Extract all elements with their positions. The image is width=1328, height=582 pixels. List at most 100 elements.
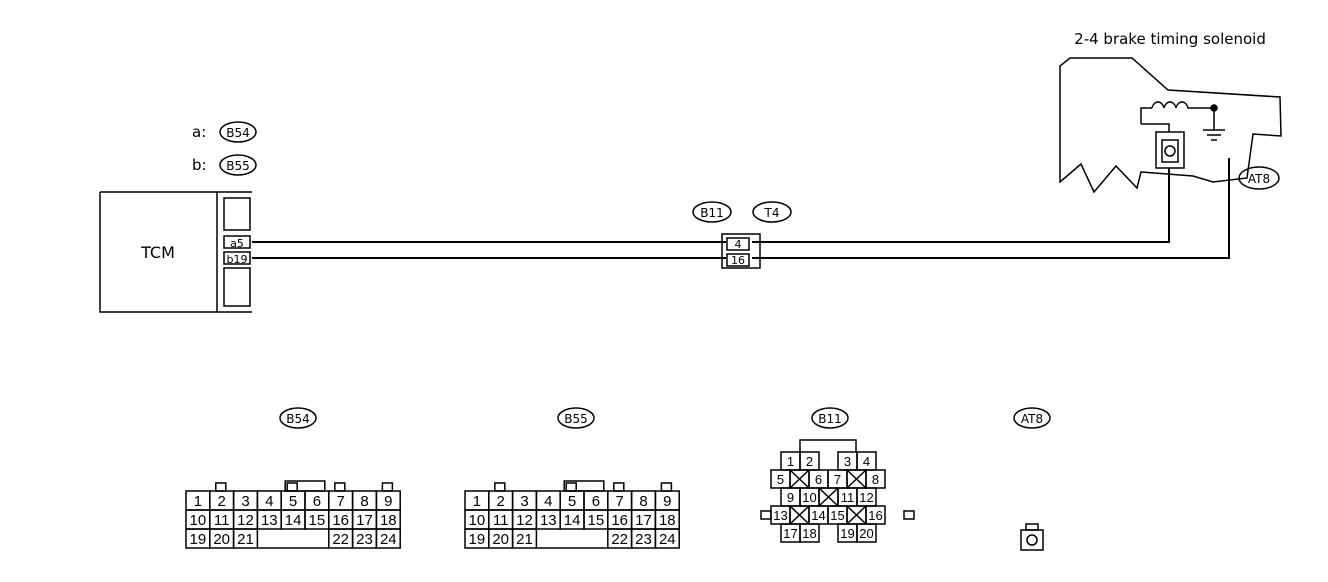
pin-label: 5: [568, 493, 576, 510]
pin-label: 17: [635, 512, 652, 529]
tcm-pin-1: a5: [230, 237, 244, 250]
pin-label: 4: [863, 454, 870, 469]
pin-label: 12: [859, 490, 873, 505]
solenoid-symbol: [1140, 101, 1225, 169]
solenoid-title: 2-4 brake timing solenoid: [1074, 30, 1266, 48]
at8-connector-layout: [1020, 523, 1044, 551]
junction-conn-2-badge: [752, 201, 792, 223]
connector-tab: [660, 482, 673, 492]
pin-label: 14: [811, 508, 825, 523]
pin-label: 21: [237, 531, 254, 548]
pin-label: 1: [787, 454, 794, 469]
pin-label: 24: [659, 531, 676, 548]
pin-label: 11: [493, 512, 509, 529]
connector-tab: [760, 510, 772, 520]
blank-cavity: [789, 505, 810, 525]
pin-label: 10: [190, 512, 207, 529]
blank-cavity: [789, 469, 810, 489]
pin-cell: [375, 528, 401, 549]
pin-label: 14: [285, 512, 302, 529]
pin-label: 19: [469, 531, 486, 548]
tcm-conn-b-label: B55: [226, 159, 250, 173]
tcm-label: TCM: [140, 243, 175, 262]
b55-title-badge: [557, 407, 595, 429]
connector-tab: [215, 482, 227, 492]
pin-label: 7: [337, 493, 345, 510]
pin-label: 20: [213, 531, 230, 548]
pin-label: 15: [588, 512, 605, 529]
pin-label: 16: [868, 508, 882, 523]
pin-label: 23: [356, 531, 373, 548]
tcm-conn-a-prefix: a:: [192, 123, 206, 141]
pin-label: 22: [332, 531, 349, 548]
connector-tab: [334, 482, 346, 492]
pin-label: 11: [841, 490, 855, 505]
pin-label: 9: [663, 493, 671, 510]
wire-harness: [252, 158, 1230, 259]
connector-latch: [799, 439, 857, 452]
pin-label: 15: [830, 508, 844, 523]
tcm-conn-b-badge: [219, 154, 257, 176]
pin-label: 2: [497, 493, 505, 510]
tcm-conn-a-label: B54: [226, 126, 250, 140]
pin-label: 4: [544, 493, 552, 510]
connector-tab: [381, 482, 394, 492]
connector-tab: [565, 482, 577, 492]
pin-label: 4: [265, 493, 273, 510]
junction-conn-2-label: T4: [764, 206, 780, 220]
pin-label: 24: [380, 531, 397, 548]
blank-cavity: [818, 487, 839, 507]
pin-label: 10: [802, 490, 816, 505]
pin-label: 2: [218, 493, 226, 510]
connector-tab: [903, 510, 915, 520]
pin-label: 16: [332, 512, 349, 529]
pin-label: 19: [840, 526, 854, 541]
pin-label: 16: [611, 512, 628, 529]
blank-cavity: [846, 469, 867, 489]
b54-title: B54: [286, 412, 310, 426]
pin-label: 6: [313, 493, 321, 510]
pin-label: 6: [592, 493, 600, 510]
at8-title-badge: [1013, 407, 1051, 429]
b55-title: B55: [564, 412, 588, 426]
connector-tab: [286, 482, 298, 492]
pin-label: 8: [639, 493, 647, 510]
pin-label: 1: [194, 493, 202, 510]
connector-tab: [613, 482, 625, 492]
tcm-conn-a-badge: [219, 121, 257, 143]
pin-label: 18: [659, 512, 676, 529]
junction-conn-1-badge: [692, 201, 732, 223]
pin-label: 8: [360, 493, 368, 510]
at8-title: AT8: [1021, 412, 1043, 426]
tcm-module: TCM a5 b19: [99, 191, 252, 313]
pin-label: 2: [806, 454, 813, 469]
b11-title: B11: [818, 412, 842, 426]
pin-label: 20: [492, 531, 509, 548]
pin-label: 15: [309, 512, 326, 529]
pin-label: 17: [783, 526, 797, 541]
solenoid-conn-label: AT8: [1248, 172, 1270, 186]
junction-pin-2: 16: [731, 254, 745, 267]
pin-label: 23: [635, 531, 652, 548]
pin-label: 21: [516, 531, 533, 548]
pin-label: 10: [469, 512, 486, 529]
b54-title-badge: [279, 407, 317, 429]
pin-label: 18: [380, 512, 397, 529]
pin-label: 14: [564, 512, 581, 529]
junction-conn-1-label: B11: [700, 206, 724, 220]
pin-label: 5: [289, 493, 297, 510]
pin-label: 3: [241, 493, 249, 510]
pin-cell: [799, 523, 820, 543]
connector-tab: [494, 482, 506, 492]
pin-label: 9: [384, 493, 392, 510]
pin-label: 5: [777, 472, 784, 487]
pin-label: 18: [802, 526, 816, 541]
pin-cell: [654, 528, 680, 549]
pin-label: 9: [787, 490, 794, 505]
pin-label: 13: [540, 512, 557, 529]
transmission-housing: [1059, 57, 1282, 194]
tcm-conn-b-prefix: b:: [192, 156, 207, 174]
